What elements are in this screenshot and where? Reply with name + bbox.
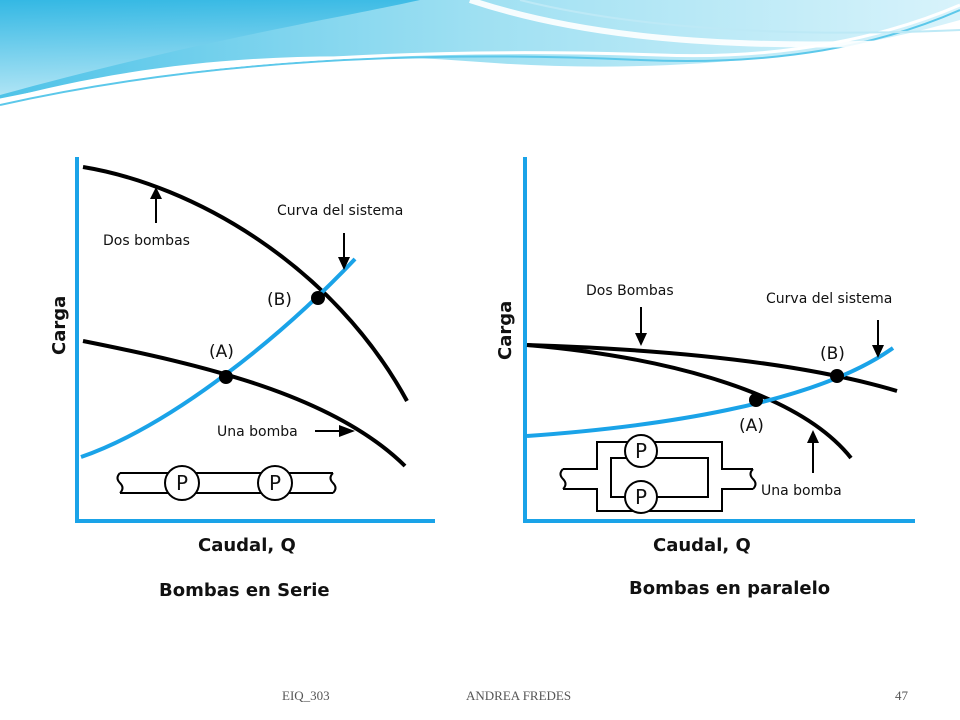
parallel-y-axis-label: Carga <box>495 301 516 360</box>
pump-curves-svg: Dos bombas Curva del sistema (B) (A) Una… <box>49 157 915 601</box>
series-chart: Dos bombas Curva del sistema (B) (A) Una… <box>49 157 435 601</box>
series-pump-1 <box>164 465 200 501</box>
parallel-caption: Bombas en paralelo <box>629 578 830 599</box>
parallel-pump-1-label: P <box>635 439 647 463</box>
footer-page-number: 47 <box>895 688 908 703</box>
parallel-pump-2 <box>624 480 658 514</box>
parallel-point-a <box>749 393 763 407</box>
series-one-pump-arrow <box>315 425 355 437</box>
parallel-two-pumps-label: Dos Bombas <box>586 283 674 299</box>
series-point-a <box>219 370 233 384</box>
series-point-b <box>311 291 325 305</box>
parallel-one-pump-arrow <box>807 430 819 473</box>
parallel-point-b-label: (B) <box>820 344 845 364</box>
series-point-b-label: (B) <box>267 290 292 310</box>
parallel-two-pumps-arrow <box>635 307 647 346</box>
series-point-a-label: (A) <box>209 342 234 362</box>
series-caption: Bombas en Serie <box>159 580 330 601</box>
footer-author: ANDREA FREDES <box>466 688 572 703</box>
parallel-pump-schematic: P P <box>559 434 757 514</box>
parallel-system-curve-arrow <box>872 320 884 358</box>
series-two-pumps-arrow <box>150 187 162 223</box>
series-two-pumps-label: Dos bombas <box>103 233 190 249</box>
series-one-pump-label: Una bomba <box>217 424 298 440</box>
parallel-one-pump-label: Una bomba <box>761 483 842 499</box>
parallel-x-axis-label: Caudal, Q <box>653 535 751 556</box>
series-x-axis-label: Caudal, Q <box>198 535 296 556</box>
series-pump-1-label: P <box>176 471 188 495</box>
footer-course: EIQ_303 <box>282 688 330 703</box>
parallel-chart: Dos Bombas Curva del sistema (B) (A) Una… <box>495 157 915 599</box>
series-pump-schematic: P P <box>116 465 337 501</box>
parallel-point-a-label: (A) <box>739 416 764 436</box>
parallel-two-pumps-curve <box>526 343 898 393</box>
parallel-pump-1 <box>624 434 658 468</box>
series-one-pump-curve <box>82 339 407 468</box>
series-two-pumps-curve <box>82 165 409 402</box>
series-system-curve-label: Curva del sistema <box>277 203 403 219</box>
series-pump-2-label: P <box>269 471 281 495</box>
pump-curves-diagram: Dos bombas Curva del sistema (B) (A) Una… <box>33 155 920 613</box>
parallel-one-pump-curve <box>526 343 853 460</box>
series-y-axis-label: Carga <box>49 296 70 355</box>
series-pump-2 <box>257 465 293 501</box>
parallel-system-curve <box>526 346 895 438</box>
parallel-system-curve-label: Curva del sistema <box>766 291 892 307</box>
series-system-curve-arrow <box>338 233 350 270</box>
parallel-pump-2-label: P <box>635 485 647 509</box>
parallel-point-b <box>830 369 844 383</box>
